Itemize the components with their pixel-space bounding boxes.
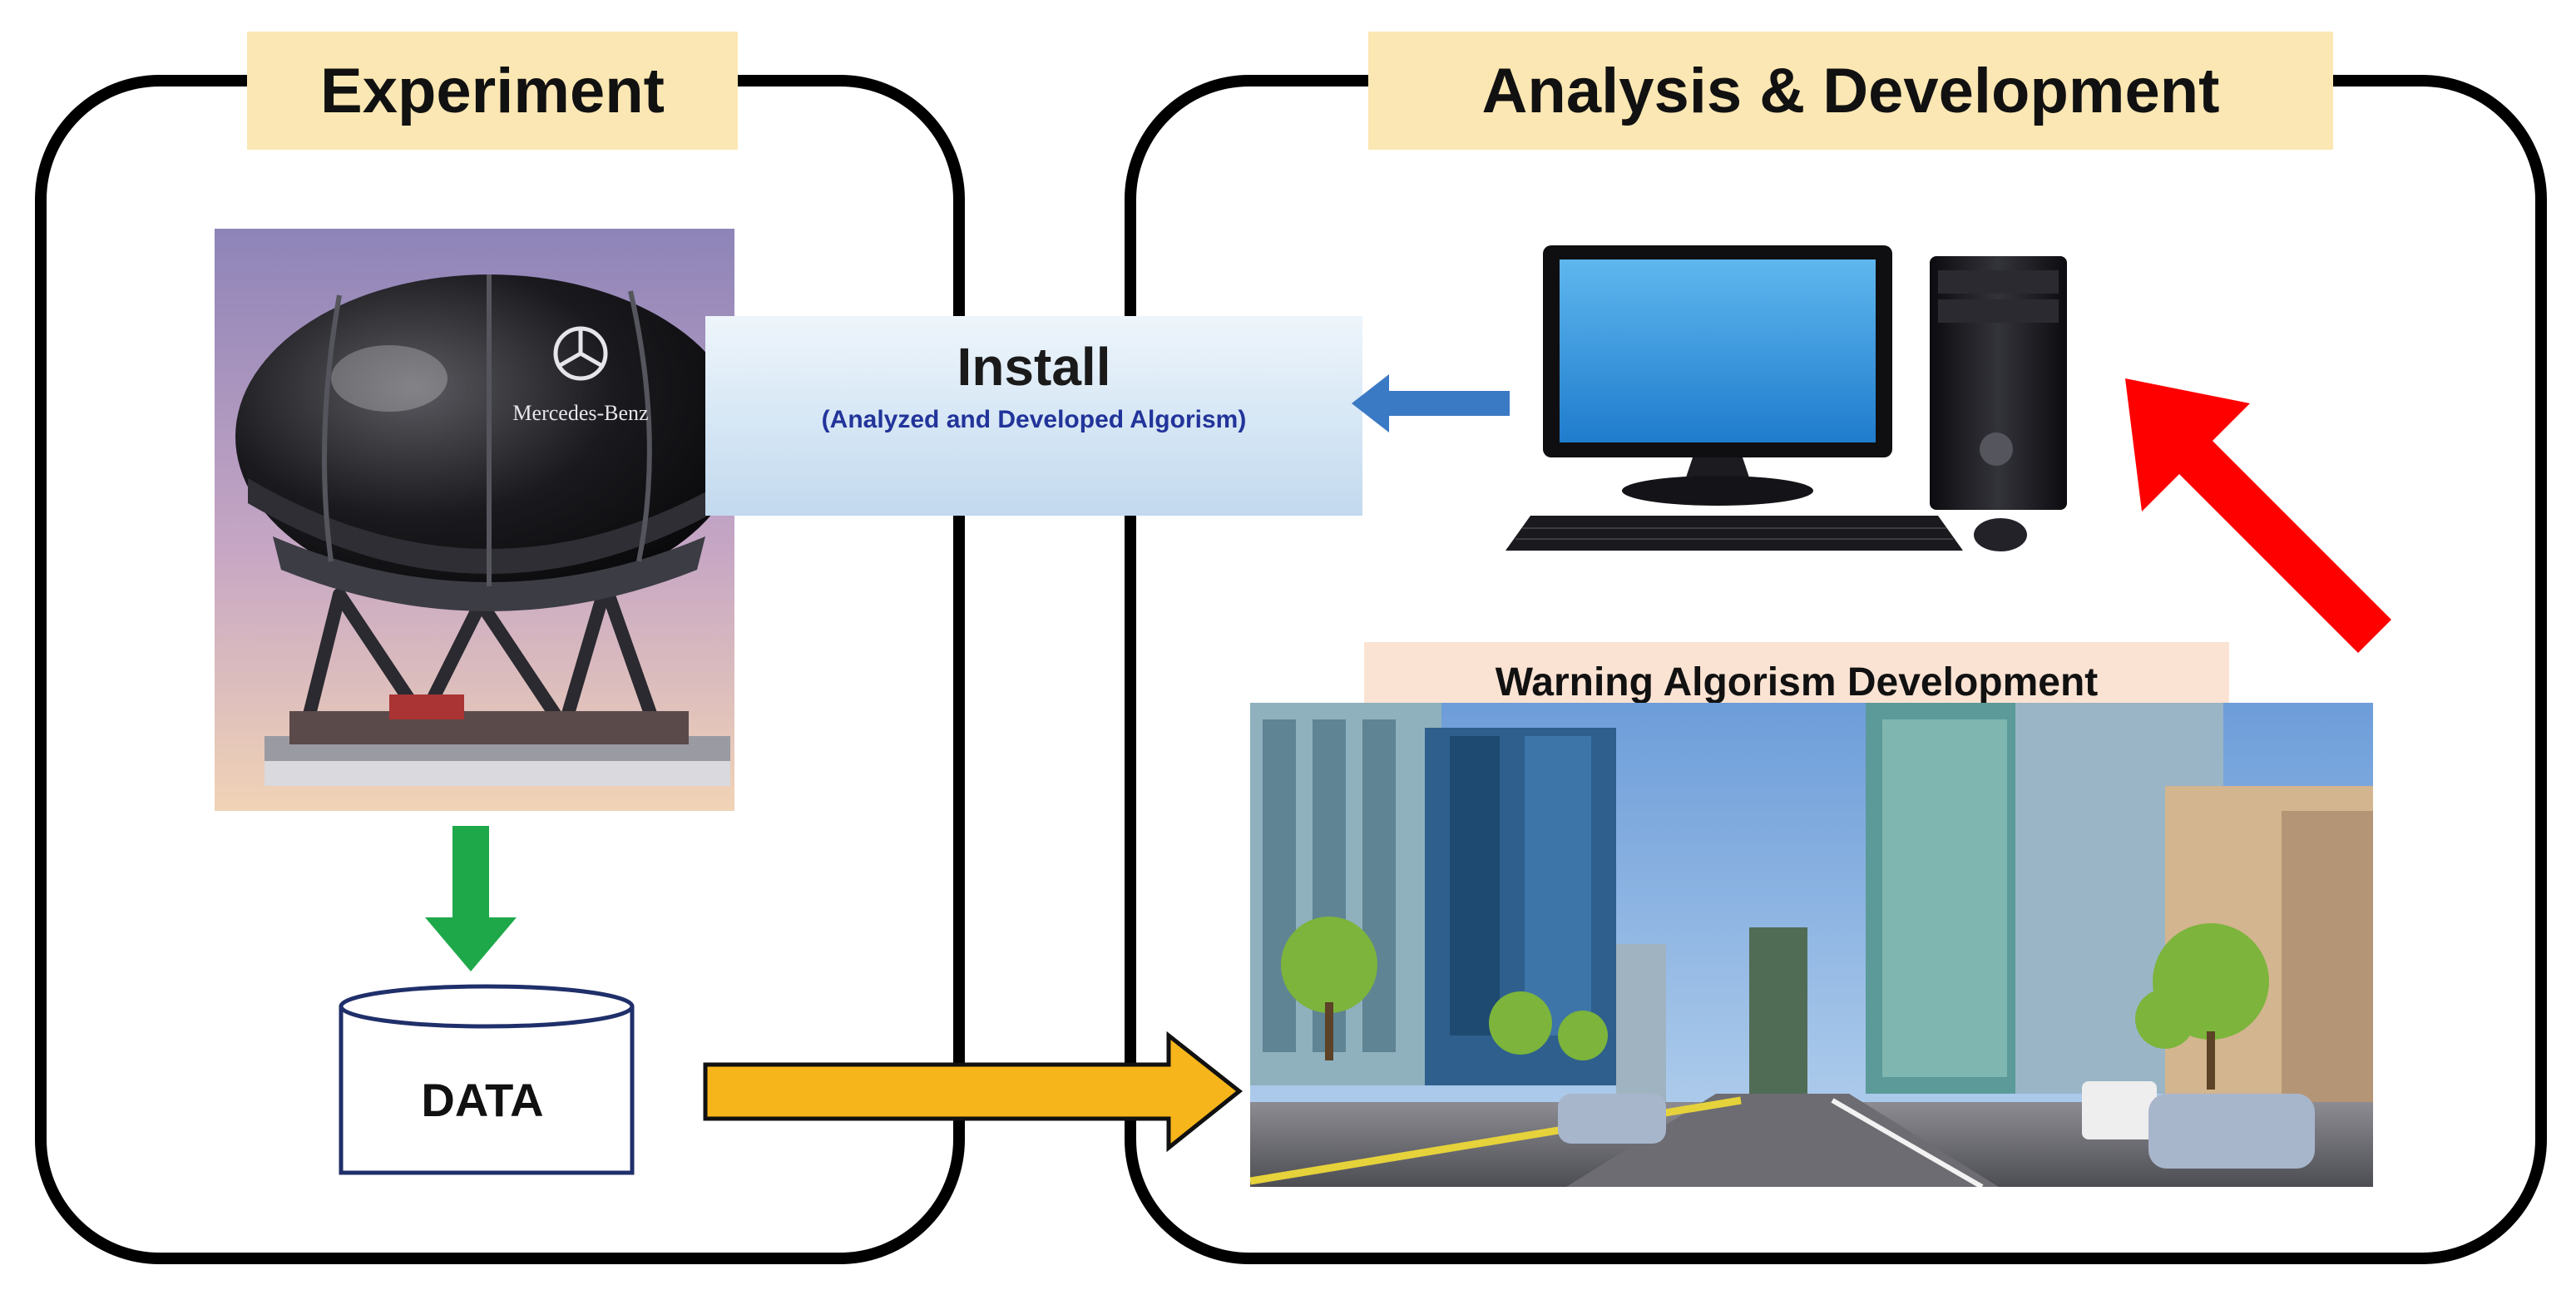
arrow-up-left-icon	[2125, 378, 2391, 653]
arrow-down-icon	[425, 826, 517, 971]
install-box: Install (Analyzed and Developed Algorism…	[705, 316, 1362, 516]
arrow-right-icon	[703, 1031, 1244, 1152]
computer-icon	[1506, 245, 2067, 551]
database-icon	[339, 984, 635, 1175]
experiment-title: Experiment	[247, 32, 738, 150]
install-subtitle: (Analyzed and Developed Algorism)	[821, 406, 1247, 433]
arrow-left-icon	[1352, 374, 1510, 432]
install-title: Install	[957, 337, 1111, 397]
driving-simulator-image: Mercedes-Benz	[215, 229, 734, 811]
analysis-development-title: Analysis & Development	[1368, 32, 2333, 150]
data-label: DATA	[421, 1074, 544, 1126]
city-driving-scene-image	[1250, 703, 2373, 1187]
mercedes-logo-text: Mercedes-Benz	[512, 401, 648, 425]
